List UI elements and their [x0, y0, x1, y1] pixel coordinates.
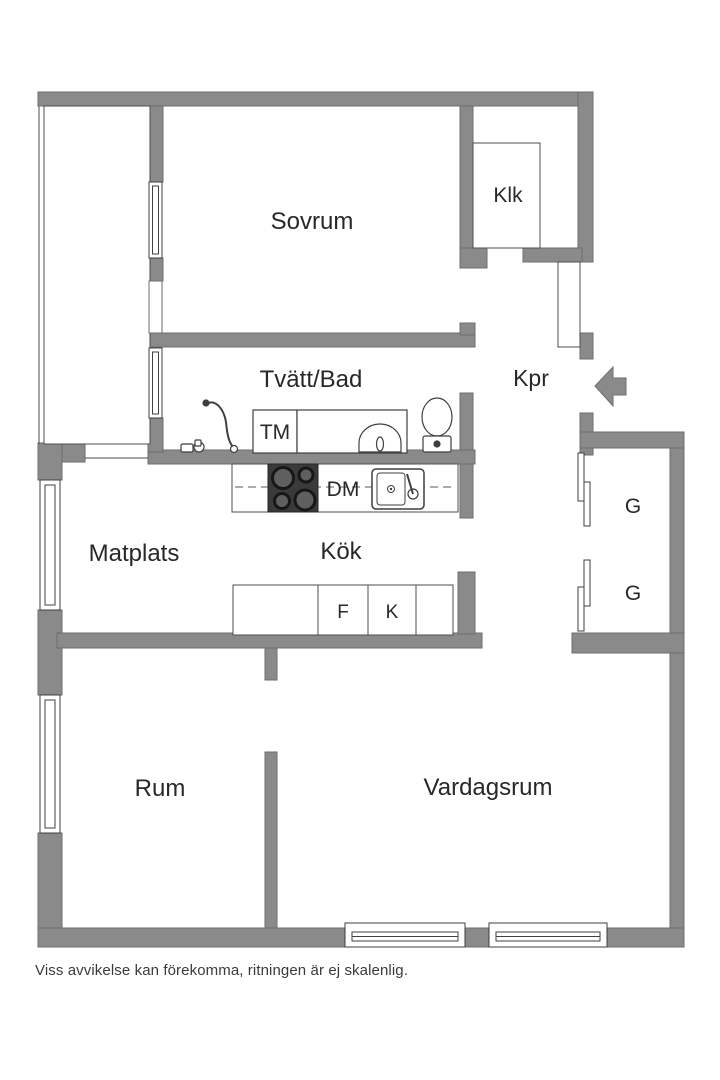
window-bath-inner [152, 351, 159, 415]
entrance-arrow-icon [594, 365, 627, 408]
wall-sovrum-south [147, 332, 476, 348]
appliance-label-tm: TM [260, 421, 290, 444]
closet-label-g1: G [625, 495, 641, 518]
wall-bottom-pier [464, 927, 490, 948]
appliance-label-k: K [386, 602, 399, 623]
room-label-klk: Klk [493, 184, 523, 207]
wall-entry-stub-top [579, 332, 594, 360]
room-label-matplats: Matplats [89, 540, 180, 567]
bathroom-fixtures [180, 397, 453, 454]
wall-top [37, 91, 594, 107]
labels: Sovrum Klk Tvätt/Bad Kpr TM DM Matplats … [89, 184, 642, 802]
window-rum-inner [44, 699, 56, 829]
wall-klk-south-left [459, 247, 488, 269]
g2-door-leaf-b [577, 586, 585, 632]
klk-wardrobe-outline [472, 142, 541, 249]
wall-bottom-right [606, 927, 685, 948]
room-label-tvatt-bad: Tvätt/Bad [260, 366, 363, 393]
wall-divider-lower [264, 751, 278, 929]
shower-head [202, 399, 210, 407]
stove-burner-1 [271, 466, 295, 490]
room-label-vardagsrum: Vardagsrum [424, 774, 553, 801]
toilet-button [433, 440, 441, 448]
room-label-kok: Kök [320, 538, 362, 565]
wall-right-outer [669, 447, 685, 948]
wall-cabinet-east [457, 571, 476, 635]
window-matplats-inner [44, 484, 56, 606]
bathroom-sink-tap [375, 436, 385, 452]
thin-outlines [38, 105, 581, 459]
kitchen-faucet-arm [406, 473, 414, 495]
wall-g-top [579, 431, 685, 449]
g2-door-leaf-a [583, 559, 591, 607]
kitchen-fixtures [231, 463, 459, 636]
window-sovrum-inner [152, 185, 159, 255]
room-label-kpr: Kpr [513, 365, 549, 391]
stove-burner-3 [273, 492, 291, 510]
walls [37, 91, 685, 948]
balcony-outline [43, 105, 151, 445]
g1-door-leaf-a [577, 452, 585, 502]
closet-label-g2: G [625, 582, 641, 605]
kitchen-sink-drain-dot [389, 487, 393, 491]
kitchen-sink-drain [387, 485, 395, 493]
room-label-sovrum: Sovrum [271, 208, 354, 235]
wall-sovrum-south-corner [459, 322, 476, 336]
wall-klk-east [577, 91, 594, 263]
disclaimer-text: Viss avvikelse kan förekomma, ritningen … [35, 962, 408, 979]
stove-burner-2 [297, 466, 315, 484]
wall-matplats-nw [37, 442, 63, 481]
wall-divider-stub [264, 647, 278, 681]
stove-burner-4 [293, 488, 317, 512]
wall-matplats-west-lower [37, 609, 63, 696]
wall-sovrum-klk [459, 105, 474, 269]
wall-g-bottom [571, 632, 685, 654]
appliance-label-f: F [337, 602, 349, 623]
shower-mixer [180, 443, 194, 453]
room-label-rum: Rum [135, 775, 186, 802]
shower-handle [229, 444, 239, 454]
duct-shaft-outline [557, 261, 581, 348]
washing-machine-box [252, 409, 298, 454]
shower-knob-top [194, 439, 202, 447]
wall-klk-south-right [522, 247, 583, 263]
opening-balcony-door [148, 280, 163, 334]
g1-door-leaf-b [583, 481, 591, 527]
windows [39, 181, 608, 948]
toilet-bowl-icon [421, 397, 453, 437]
appliance-label-dm: DM [327, 478, 360, 501]
wall-bottom-left [37, 927, 346, 948]
shower-hose-icon [205, 401, 234, 448]
